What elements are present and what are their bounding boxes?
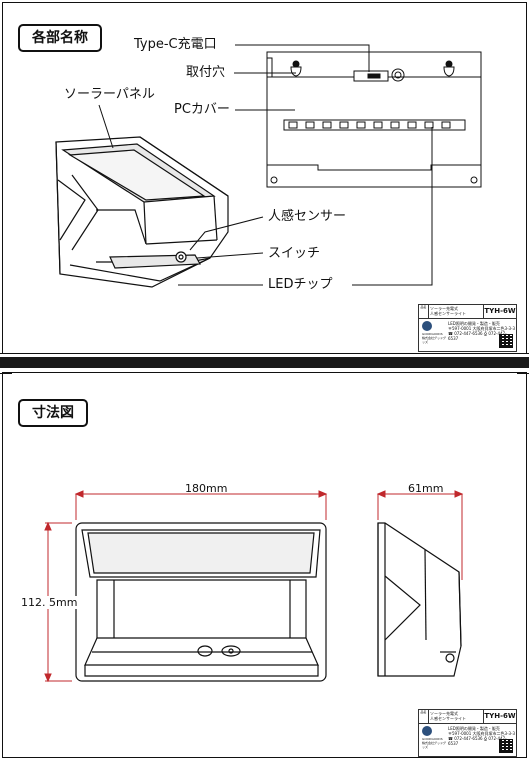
product-name-line2: 人感センサーライト — [430, 716, 466, 721]
company-address: 〒597-0001 大阪府貝塚市二色3-3-3 — [448, 731, 516, 736]
fax-number: 072-447-6537 — [448, 736, 507, 746]
product-kana: 品名 — [419, 305, 429, 318]
product-name-line2: 人感センサーライト — [430, 311, 466, 316]
solar-panel-label: ソーラーパネル — [64, 87, 155, 102]
typec-port-label: Type-C充電口 — [134, 37, 217, 52]
light-perspective-drawing — [55, 136, 229, 288]
company-contact: ☎ 072-447-6536 ⎙ 072-447-6537 — [448, 736, 507, 746]
width-dimension-label: 180mm — [185, 482, 228, 495]
crop-mark — [517, 353, 529, 354]
phone-number: 072-447-6536 — [454, 331, 483, 336]
logo-text: GOODGOODS — [422, 737, 443, 741]
company-logo: GOODGOODS 株式会社グッドグッズ — [419, 724, 448, 749]
product-name: ソーラー充電式 人感センサーライト — [429, 710, 484, 723]
company-desc-text: LED照明の開発・製造・販売 — [448, 726, 500, 731]
company-logo: GOODGOODS 株式会社グッドグッズ — [419, 319, 448, 344]
motion-sensor-label: 人感センサー — [268, 209, 347, 224]
product-name: ソーラー充電式 人感センサーライト — [429, 305, 484, 318]
product-name-line1: ソーラー充電式 — [430, 306, 458, 311]
section-title-dimensions: 寸法図 — [18, 399, 88, 427]
company-address: 〒597-0001 大阪府貝塚市二色3-3-3 — [448, 326, 516, 331]
crop-mark — [0, 353, 12, 354]
depth-dimension-label: 61mm — [408, 482, 444, 495]
qr-code-icon — [499, 739, 513, 753]
logo-text: GOODGOODS — [422, 332, 443, 336]
section-title-part-names: 各部名称 — [18, 24, 102, 52]
company-desc: LED照明の開発・製造・販売 〒597-0001 大阪府貝塚市二色3-3-3 ☎… — [448, 724, 516, 746]
logo-subtext: 株式会社グッドグッズ — [422, 336, 447, 344]
led-chip-label: LEDチップ — [268, 277, 333, 292]
company-contact: ☎ 072-447-6536 ⎙ 072-447-6537 — [448, 331, 507, 341]
part-names-diagram — [55, 44, 482, 288]
bottom-page-frame — [2, 372, 527, 758]
fax-number: 072-447-6537 — [448, 331, 507, 341]
phone-number: 072-447-6536 — [454, 736, 483, 741]
qr-code-icon — [499, 334, 513, 348]
company-desc-text: LED照明の開発・製造・販売 — [448, 321, 500, 326]
product-name-line1: ソーラー充電式 — [430, 711, 458, 716]
crop-mark — [0, 373, 12, 374]
product-kana: 品名 — [419, 710, 429, 723]
mount-hole-label: 取付穴 — [186, 65, 226, 80]
logo-mark-icon — [422, 726, 432, 736]
page-divider — [0, 357, 529, 368]
leader-lines — [98, 44, 433, 286]
model-number: TYH-6W — [484, 307, 516, 315]
model-number: TYH-6W — [484, 712, 516, 720]
title-block-top: 品名 ソーラー充電式 人感センサーライト TYH-6W GOODGOODS 株式… — [418, 304, 517, 352]
title-block-bottom: 品名 ソーラー充電式 人感センサーライト TYH-6W GOODGOODS 株式… — [418, 709, 517, 757]
height-dimension-label: 112. 5mm — [21, 596, 78, 609]
switch-label: スイッチ — [268, 246, 321, 261]
crop-mark — [517, 373, 529, 374]
logo-mark-icon — [422, 321, 432, 331]
pc-cover-label: PCカバー — [174, 102, 230, 117]
company-desc: LED照明の開発・製造・販売 〒597-0001 大阪府貝塚市二色3-3-3 ☎… — [448, 319, 516, 341]
back-plate-drawing — [266, 51, 482, 188]
logo-subtext: 株式会社グッドグッズ — [422, 741, 447, 749]
